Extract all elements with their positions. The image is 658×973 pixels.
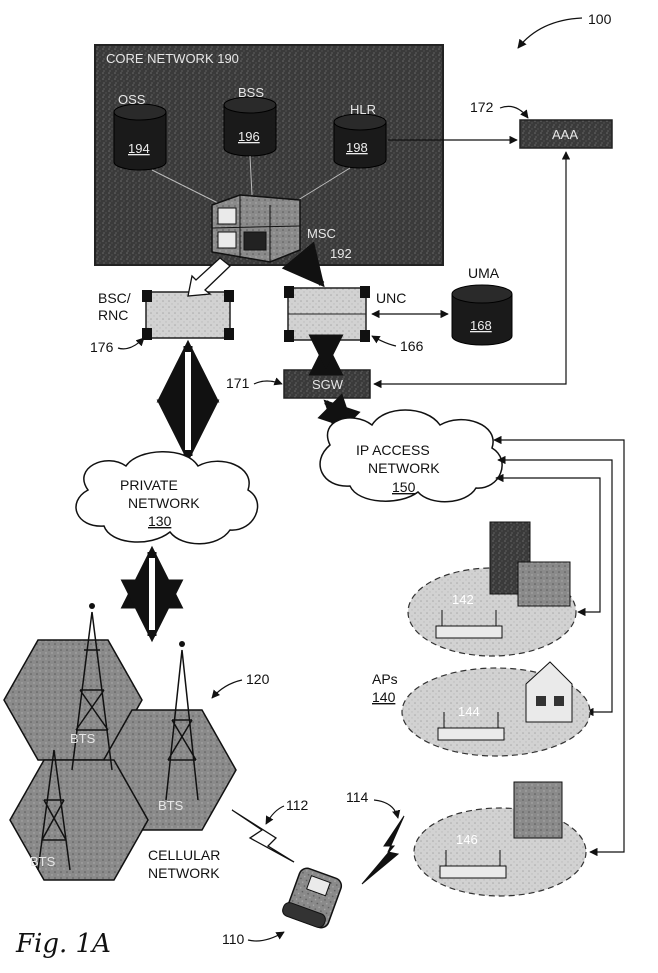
cellular-wireless-link (232, 810, 294, 862)
oss-id: 194 (128, 141, 150, 156)
unc-label: UNC (376, 290, 406, 306)
bts-label-1: BTS (70, 731, 96, 746)
cellular-line2: NETWORK (148, 865, 220, 881)
ap-142-id: 142 (452, 592, 474, 607)
private-line1: PRIVATE (120, 477, 178, 493)
cellular-ref: 120 (246, 671, 270, 687)
bsc-label-line1: BSC/ (98, 290, 131, 306)
uma-id: 168 (470, 318, 492, 333)
aaa-label: AAA (552, 127, 578, 142)
core-network: CORE NETWORK 190 OSS 194 BSS 196 HLR 198 (95, 45, 443, 265)
ap-146-id: 146 (456, 832, 478, 847)
handset-ref: 110 (222, 931, 245, 947)
oss-label: OSS (118, 92, 146, 107)
sgw-gateway: SGW 171 (226, 370, 370, 398)
aps-id: 140 (372, 689, 396, 705)
ap-144-id: 144 (458, 704, 480, 719)
ap-group-144: 144 (402, 662, 590, 756)
ip-access-id: 150 (392, 479, 416, 495)
ap-group-142: 142 (408, 522, 576, 656)
cellular-line1: CELLULAR (148, 847, 220, 863)
sgw-ref: 171 (226, 375, 250, 391)
private-line2: NETWORK (128, 495, 200, 511)
ap-group-146: 146 (414, 782, 586, 896)
bsc-rnc: BSC/ RNC 176 (90, 290, 234, 355)
bts-label-2: BTS (158, 798, 184, 813)
wifi-wireless-link (362, 816, 404, 884)
bss-label: BSS (238, 85, 264, 100)
private-id: 130 (148, 513, 172, 529)
cellular-network: BTS BTS BTS 120 (4, 603, 270, 880)
uma-label: UMA (468, 265, 500, 281)
ref-100-leader (518, 18, 582, 48)
link-114: 114 (346, 789, 369, 805)
ip-access-line1: IP ACCESS (356, 442, 430, 458)
msc-id: 192 (330, 246, 352, 261)
aaa-ref: 172 (470, 99, 494, 115)
bss-id: 196 (238, 129, 260, 144)
hlr-label: HLR (350, 102, 376, 117)
ip-access-line2: NETWORK (368, 460, 440, 476)
bsc-label-line2: RNC (98, 307, 128, 323)
figure-ref-100: 100 (588, 11, 612, 27)
figure-caption: Fig. 1A (15, 929, 111, 959)
private-network-cloud: PRIVATE NETWORK 130 (76, 452, 258, 544)
unc-ref: 166 (400, 338, 424, 354)
aps-label: APs (372, 671, 398, 687)
link-112: 112 (286, 797, 309, 813)
uma-database: UMA 168 (452, 265, 512, 345)
mobile-handset: 110 (222, 866, 344, 947)
core-network-title: CORE NETWORK 190 (106, 51, 239, 66)
unc-controller: UNC 166 (284, 286, 424, 354)
sgw-label: SGW (312, 377, 344, 392)
bts-label-3: BTS (30, 854, 56, 869)
hlr-id: 198 (346, 140, 368, 155)
aaa-server: AAA 172 (470, 99, 612, 148)
bsc-ref: 176 (90, 339, 114, 355)
msc-label: MSC (307, 226, 336, 241)
ip-access-cloud: IP ACCESS NETWORK 150 (320, 410, 502, 502)
